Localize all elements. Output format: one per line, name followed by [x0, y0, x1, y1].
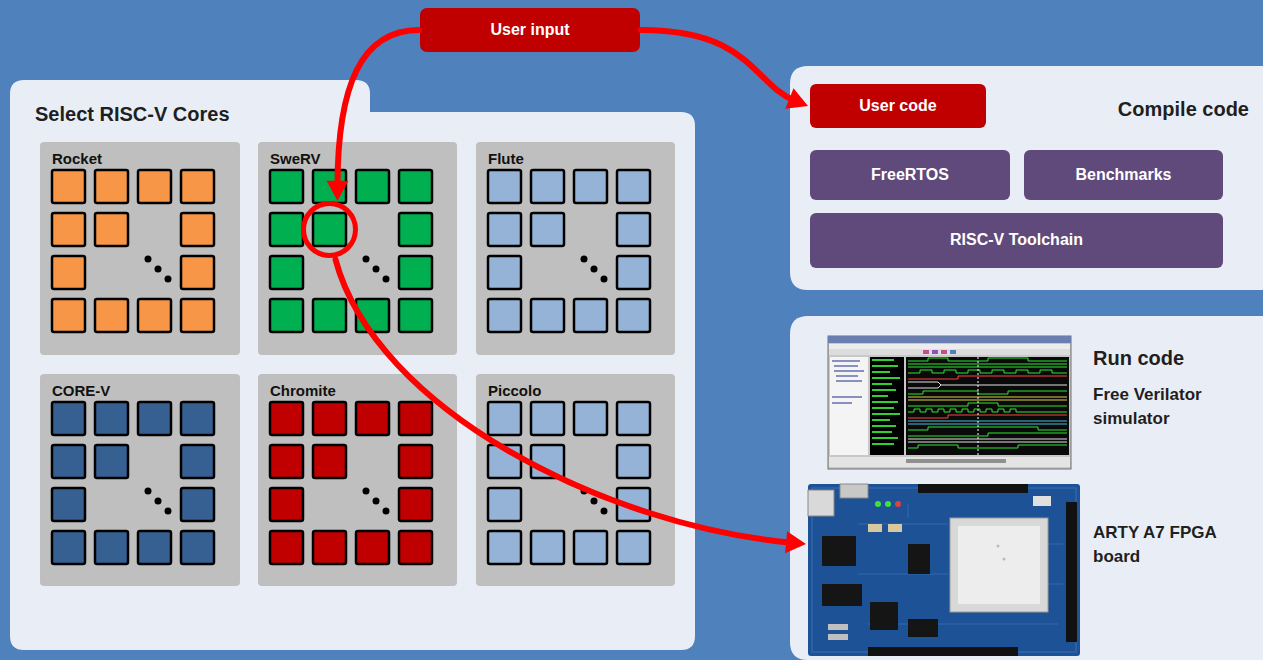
run-panel-shape: [790, 316, 1263, 660]
illustrations: [52, 170, 1080, 656]
core-panel: Chromite: [258, 374, 457, 586]
panel-title: Piccolo: [488, 380, 541, 401]
arrow-head: [785, 88, 808, 108]
item-label: Free Verilator simulator: [1093, 383, 1243, 431]
toolchain-box: RISC-V Toolchain: [810, 213, 1223, 268]
core-panel-shape: [258, 374, 457, 586]
core-panel: SweRV: [258, 142, 457, 355]
core-panel-shape: [476, 374, 675, 586]
panel-title: Select RISC-V Cores: [35, 100, 230, 128]
core-panel-shape: [476, 142, 675, 355]
arrow-head: [785, 531, 806, 553]
core-panel-shape: [40, 142, 240, 355]
software-box-shape: [810, 150, 1010, 200]
code-box: User code: [810, 84, 986, 128]
core-panel: Rocket: [40, 142, 240, 355]
arrow-head: [327, 181, 349, 201]
panel-title: Run code: [1093, 344, 1184, 372]
code-box-shape: [810, 84, 986, 128]
core-panel-shape: [40, 374, 240, 586]
input-box-shape: [420, 8, 640, 52]
core-panel: Flute: [476, 142, 675, 355]
cores-panel-shape: [10, 80, 695, 650]
compile-panel: Compile code User codeFreeRTOS BenchmarksR…: [790, 66, 1263, 290]
core-grid: [52, 170, 214, 332]
core-panel: Piccolo: [476, 374, 675, 586]
core-grid: [270, 170, 432, 332]
flow-arrow: [336, 260, 807, 554]
panel-title: CORE-V: [52, 380, 110, 401]
box-label: Benchmarks: [1075, 164, 1171, 186]
core-panel: CORE-V: [40, 374, 240, 586]
core-grid: [488, 170, 650, 332]
core-panel-shape: [258, 142, 457, 355]
flow-arrow: [641, 30, 808, 109]
box-label: FreeRTOS: [871, 164, 949, 186]
panel-title: Chromite: [270, 380, 336, 401]
arrow-line: [338, 30, 420, 187]
arrow-line: [336, 260, 793, 543]
box-label: User input: [490, 19, 569, 41]
software-box-shape: [1024, 150, 1223, 200]
highlight-circle: [304, 204, 356, 256]
cores-panel: Select RISC-V CoresRocket SweRV FluteCORE-…: [10, 80, 695, 650]
core-grid: [52, 402, 214, 564]
toolchain-box-shape: [810, 213, 1223, 268]
core-grid: [270, 402, 432, 564]
panel-title: Flute: [488, 148, 524, 169]
box-label: RISC-V Toolchain: [950, 229, 1083, 251]
panel-title: Compile code: [1118, 95, 1249, 123]
software-box: FreeRTOS: [810, 150, 1010, 200]
panel-title: SweRV: [270, 148, 321, 169]
run-panel: Run codeFree Verilator simulatorARTY A7 …: [790, 316, 1263, 660]
arrow-line: [641, 30, 795, 101]
box-label: User code: [859, 95, 936, 117]
simulator-screenshot: [828, 336, 1071, 469]
node-shapes: [10, 8, 1263, 660]
software-box: Benchmarks: [1024, 150, 1223, 200]
compile-panel-shape: [790, 66, 1263, 290]
panel-title: Rocket: [52, 148, 102, 169]
simulator-item: Free Verilator simulator: [828, 336, 1248, 472]
fpga-board: [808, 484, 1080, 656]
item-label: ARTY A7 FPGA board: [1093, 521, 1223, 569]
board-item: ARTY A7 FPGA board: [808, 484, 1248, 656]
input-box: User input: [420, 8, 640, 52]
flow-arrow: [327, 30, 420, 201]
